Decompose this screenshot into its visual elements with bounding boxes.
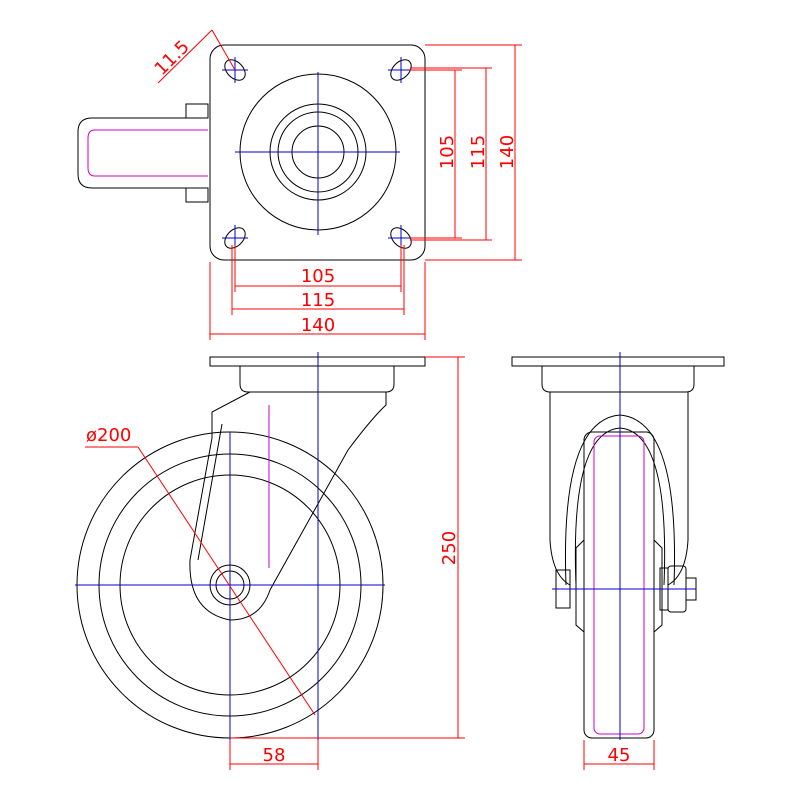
- dim-overall-height-label: 250: [439, 531, 460, 565]
- side-swivel-body: [541, 366, 695, 393]
- top-fork-bracket-lower: [185, 187, 209, 203]
- side-fork-left: [549, 392, 571, 586]
- side-wheel-hub-left: [575, 539, 585, 633]
- dim-vertical-105: 105: [437, 135, 458, 169]
- mounting-hole-tr: [390, 59, 412, 81]
- top-wheel-outline: [77, 117, 208, 189]
- dim-vertical-group: 105 115 140: [410, 44, 522, 261]
- dim-wheel-diameter-label: ø200: [86, 425, 131, 446]
- top-plate-outline: [209, 44, 426, 261]
- front-swivel-body: [239, 366, 395, 393]
- side-view: 45: [511, 352, 725, 770]
- dim-horizontal-105: 105: [301, 266, 335, 287]
- dim-overall-height: 250: [230, 356, 465, 739]
- dim-wheel-diameter: ø200: [85, 425, 316, 716]
- top-wheel-tread: [87, 129, 208, 177]
- dim-hole-offset: 11.5: [151, 29, 236, 84]
- side-plate: [511, 356, 725, 367]
- front-fork: [189, 391, 387, 621]
- dim-horizontal-group: 105 115 140: [209, 245, 426, 340]
- dim-offset-label: 58: [263, 745, 286, 766]
- side-wheel: [583, 431, 655, 739]
- dim-horizontal-115: 115: [301, 290, 335, 311]
- top-mounting-holes: [224, 59, 412, 249]
- front-view: ø200 250 58: [75, 352, 465, 770]
- mounting-hole-bl: [224, 227, 246, 249]
- dim-offset: 58: [229, 740, 319, 770]
- mounting-hole-tl: [224, 59, 246, 81]
- dim-wheel-width: 45: [583, 740, 655, 770]
- front-fork-inner: [197, 423, 223, 561]
- top-view: 11.5 105 115 140 1: [77, 29, 522, 340]
- side-wheel-tread: [593, 435, 645, 735]
- side-fork-right: [667, 392, 689, 586]
- side-wheel-hub-right: [653, 539, 663, 633]
- dim-horizontal-140: 140: [301, 315, 335, 336]
- mounting-hole-br: [390, 227, 412, 249]
- dim-hole-offset-label: 11.5: [151, 37, 194, 80]
- top-fork-bracket-upper: [185, 103, 209, 119]
- dim-vertical-115: 115: [468, 135, 489, 169]
- dim-wheel-width-label: 45: [608, 745, 631, 766]
- dim-vertical-140: 140: [497, 135, 518, 169]
